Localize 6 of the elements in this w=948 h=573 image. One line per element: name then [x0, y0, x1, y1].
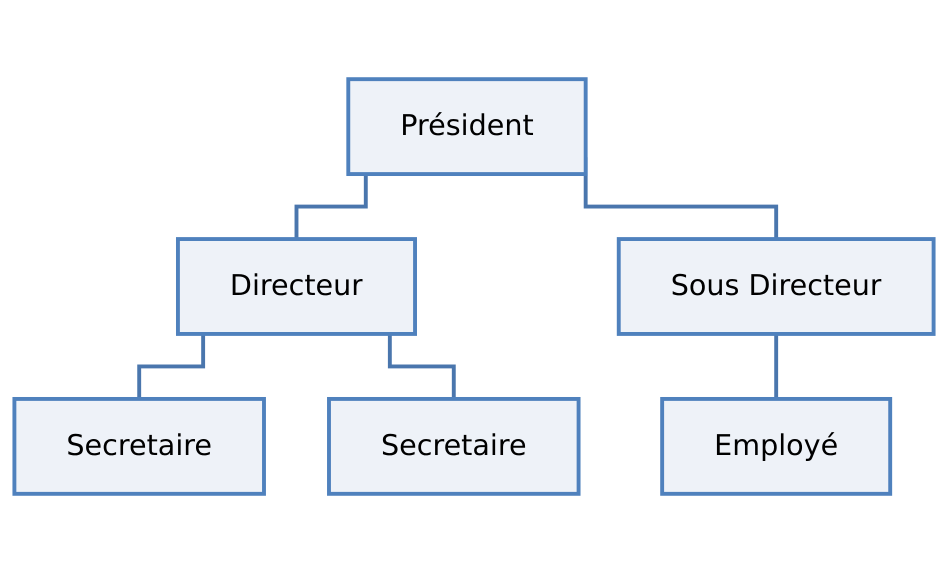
node-box: Employé: [660, 397, 892, 496]
node-box: Secretaire: [327, 397, 581, 496]
node-box: Directeur: [176, 237, 417, 336]
node-box: Président: [346, 77, 588, 176]
node-box: Sous Directeur: [616, 237, 936, 336]
node-box: Secretaire: [12, 397, 266, 496]
